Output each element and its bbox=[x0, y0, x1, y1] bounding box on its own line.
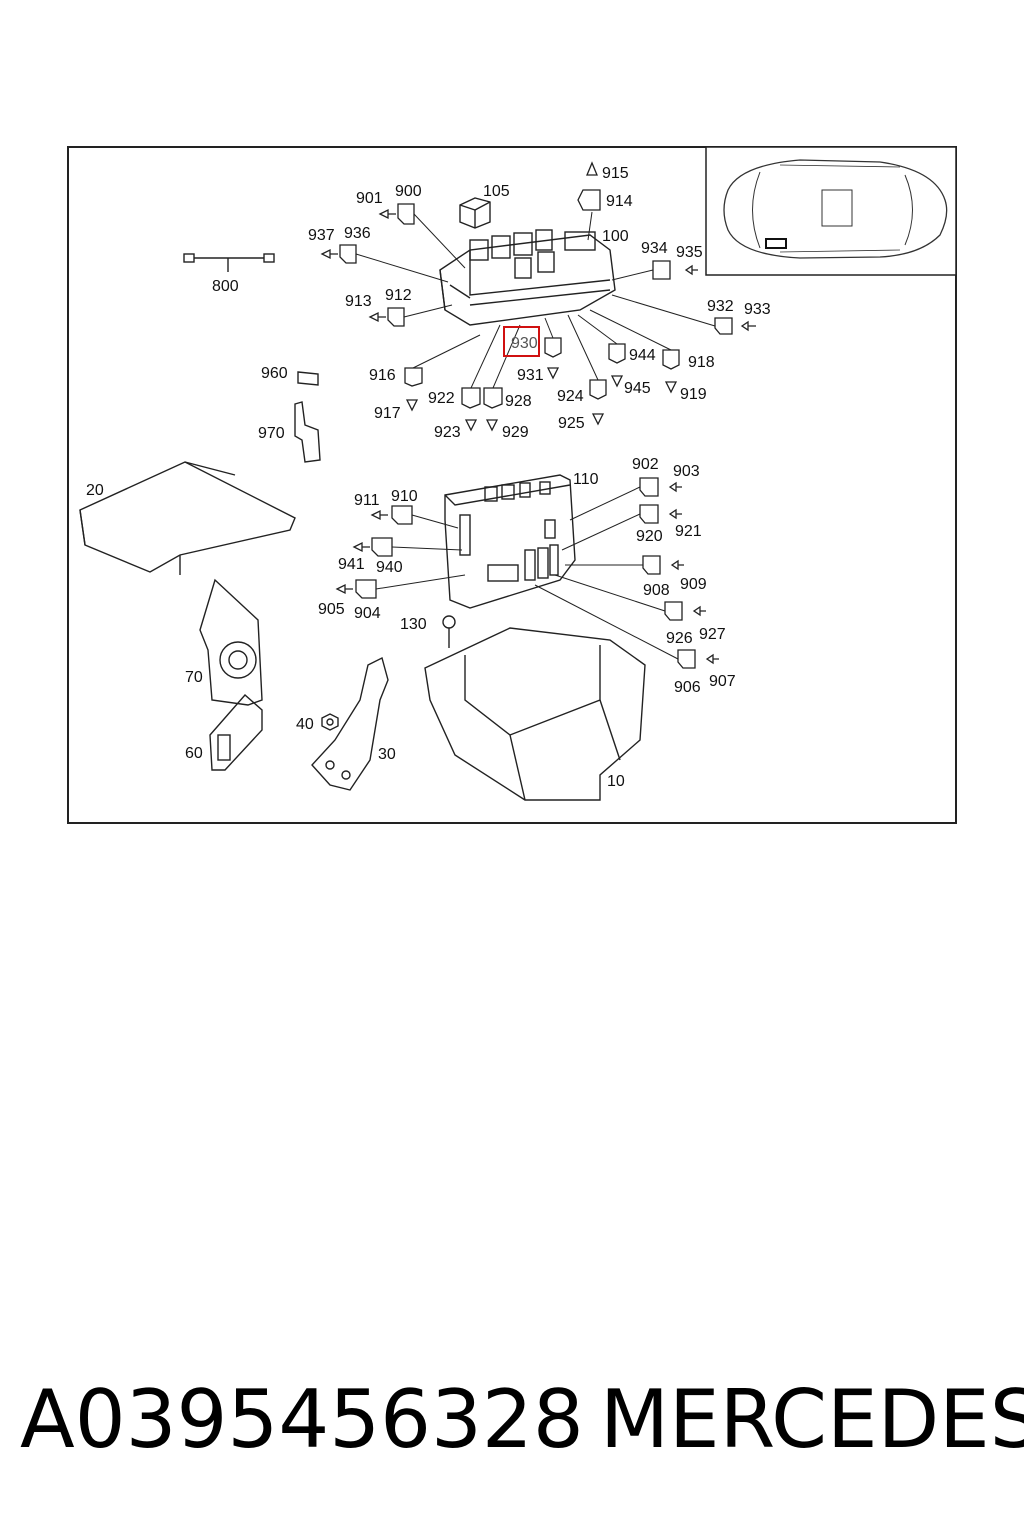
callout-130: 130 bbox=[400, 616, 427, 633]
bracket-part-30 bbox=[311, 656, 389, 791]
callout-905: 905 bbox=[318, 601, 345, 618]
callout-910: 910 bbox=[391, 488, 418, 505]
callout-922: 922 bbox=[428, 390, 455, 407]
pin-symbols bbox=[320, 161, 756, 665]
holder-part-70 bbox=[199, 578, 263, 706]
callout-105: 105 bbox=[483, 183, 510, 200]
callout-901: 901 bbox=[356, 190, 383, 207]
tray-part-10 bbox=[424, 627, 646, 801]
holder-part-60 bbox=[209, 694, 263, 771]
callout-911: 911 bbox=[354, 492, 380, 509]
callout-912: 912 bbox=[385, 287, 412, 304]
callout-906: 906 bbox=[674, 679, 701, 696]
callout-919: 919 bbox=[680, 386, 707, 403]
callout-933: 933 bbox=[744, 301, 771, 318]
callout-930: 930 bbox=[511, 335, 538, 352]
callout-932: 932 bbox=[707, 298, 734, 315]
diagram-frame bbox=[67, 146, 957, 824]
callout-923: 923 bbox=[434, 424, 461, 441]
callout-915: 915 bbox=[602, 165, 629, 182]
cover-part-20 bbox=[79, 461, 296, 575]
vehicle-location-inset bbox=[705, 146, 957, 276]
callout-921: 921 bbox=[675, 523, 702, 540]
callout-936: 936 bbox=[344, 225, 371, 242]
callout-labels: 915 914 901 900 105 937 936 100 934 935 … bbox=[86, 165, 771, 790]
callout-110: 110 bbox=[573, 471, 599, 488]
callout-914: 914 bbox=[606, 193, 633, 210]
part-number: A0395456328 bbox=[20, 1373, 584, 1466]
callout-931: 931 bbox=[517, 367, 544, 384]
callout-970: 970 bbox=[258, 425, 285, 442]
callout-70: 70 bbox=[185, 669, 203, 686]
callout-913: 913 bbox=[345, 293, 372, 310]
callout-928: 928 bbox=[505, 393, 532, 410]
wire-part-800 bbox=[183, 253, 275, 272]
callout-800: 800 bbox=[212, 278, 239, 295]
callout-937: 937 bbox=[308, 227, 335, 244]
callout-920: 920 bbox=[636, 528, 663, 545]
callout-916: 916 bbox=[369, 367, 396, 384]
callout-945: 945 bbox=[624, 380, 651, 397]
callout-918: 918 bbox=[688, 354, 715, 371]
callout-903: 903 bbox=[673, 463, 700, 480]
leader-lines bbox=[355, 211, 716, 660]
highlight-box-930 bbox=[503, 326, 540, 357]
callout-10: 10 bbox=[607, 773, 625, 790]
control-unit-part-110 bbox=[444, 474, 576, 609]
callout-909: 909 bbox=[680, 576, 707, 593]
parts-diagram: 915 914 901 900 105 937 936 100 934 935 … bbox=[67, 146, 957, 824]
callout-904: 904 bbox=[354, 605, 381, 622]
callout-917: 917 bbox=[374, 405, 401, 422]
callout-20: 20 bbox=[86, 482, 104, 499]
callout-902: 902 bbox=[632, 456, 659, 473]
callout-927: 927 bbox=[699, 626, 726, 643]
callout-907: 907 bbox=[709, 673, 736, 690]
callout-940: 940 bbox=[376, 559, 403, 576]
callout-908: 908 bbox=[643, 582, 670, 599]
bracket-part-970 bbox=[294, 401, 321, 463]
fuse-relay-box-part-100 bbox=[439, 229, 616, 326]
callout-900: 900 bbox=[395, 183, 422, 200]
callout-100: 100 bbox=[602, 228, 629, 245]
callout-30: 30 bbox=[378, 746, 396, 763]
brand-name: MERCEDES bbox=[600, 1373, 1024, 1466]
callout-934: 934 bbox=[641, 240, 668, 257]
callout-40: 40 bbox=[296, 716, 314, 733]
callout-60: 60 bbox=[185, 745, 203, 762]
callout-941: 941 bbox=[338, 556, 365, 573]
callout-924: 924 bbox=[557, 388, 584, 405]
callout-960: 960 bbox=[261, 365, 288, 382]
relay-part-105 bbox=[459, 197, 491, 229]
footer: A0395456328 MERCEDES bbox=[0, 1360, 1024, 1480]
callout-925: 925 bbox=[558, 415, 585, 432]
connector-symbols bbox=[339, 189, 733, 669]
callout-944: 944 bbox=[629, 347, 656, 364]
nut-part-40 bbox=[321, 713, 339, 731]
callout-926: 926 bbox=[666, 630, 693, 647]
callout-935: 935 bbox=[676, 244, 703, 261]
bolt-part-130 bbox=[442, 615, 456, 648]
callout-929: 929 bbox=[502, 424, 529, 441]
clip-part-960 bbox=[297, 371, 319, 386]
